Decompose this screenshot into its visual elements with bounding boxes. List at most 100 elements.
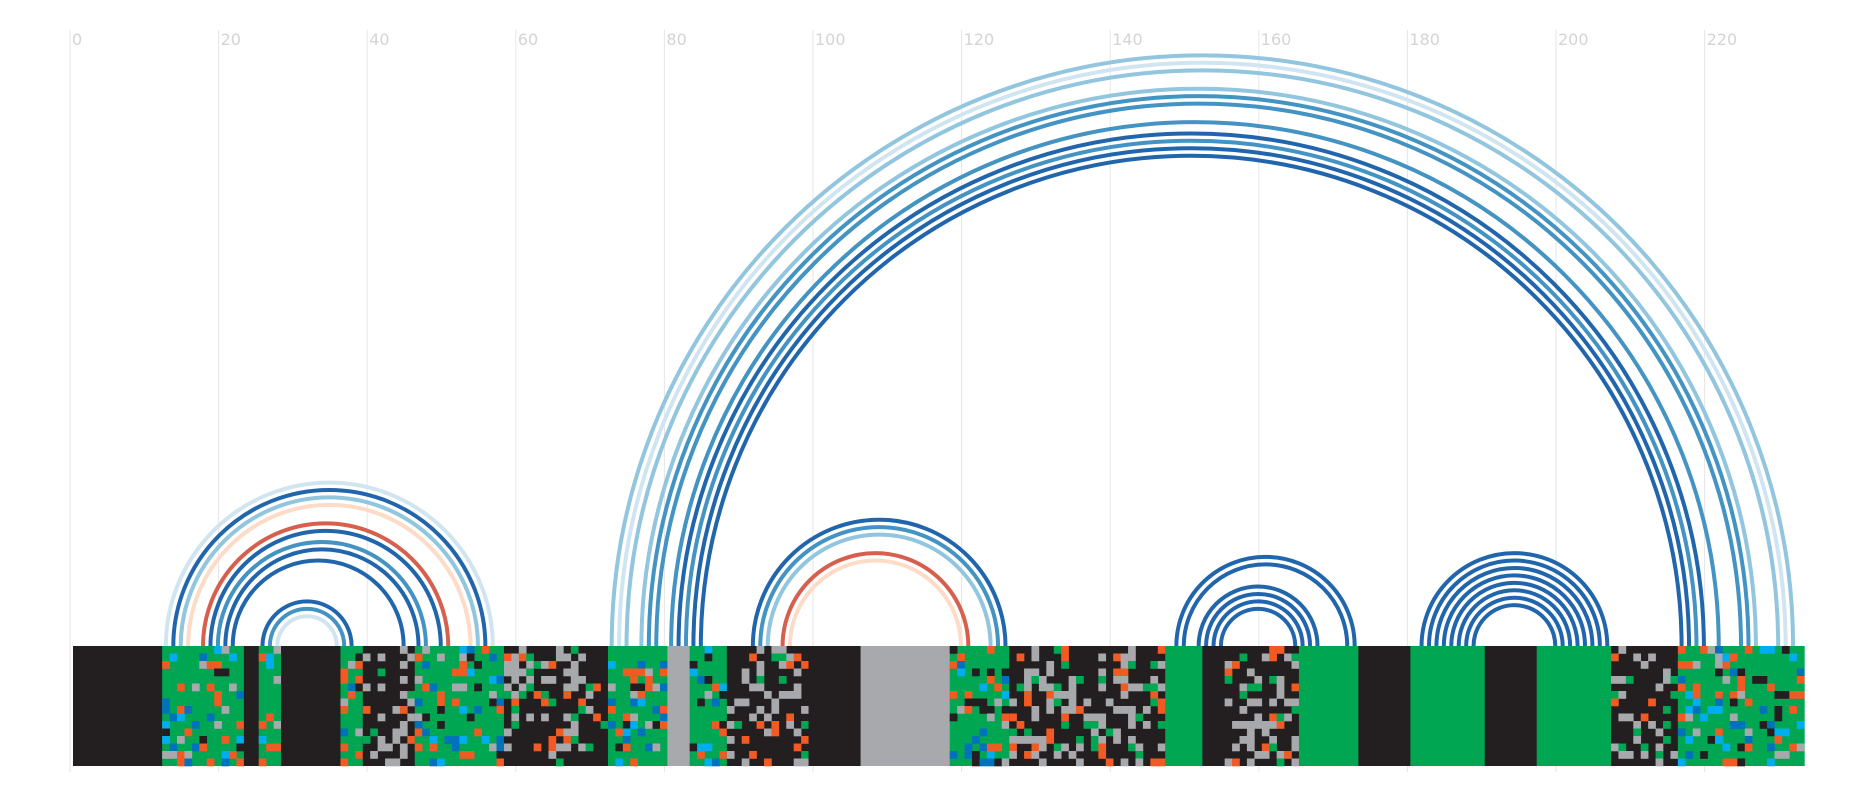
alignment-cell [437, 691, 445, 699]
alignment-cell [1128, 706, 1136, 714]
alignment-cell [1135, 713, 1144, 722]
alignment-cell [1016, 683, 1025, 692]
alignment-cell [511, 713, 520, 722]
alignment-cell [503, 743, 512, 752]
alignment-cell [236, 721, 245, 729]
alignment-cell [407, 698, 416, 707]
alignment-cell [1677, 683, 1686, 692]
alignment-cell [466, 751, 475, 759]
alignment-cell [1254, 751, 1263, 759]
alignment-cell [184, 758, 193, 767]
alignment-cell [570, 683, 579, 692]
alignment-block [1484, 646, 1538, 766]
alignment-cell [741, 698, 750, 707]
alignment-cell [570, 728, 579, 737]
alignment-cell [622, 713, 631, 722]
alignment-cell [1663, 706, 1671, 714]
base-pair-arc [787, 558, 963, 647]
alignment-cell [659, 706, 668, 714]
alignment-cell [429, 736, 438, 744]
alignment-cell [199, 653, 208, 662]
alignment-cell [1068, 751, 1077, 759]
alignment-cell [622, 728, 631, 737]
alignment-cell [630, 683, 638, 692]
alignment-cell [236, 758, 245, 767]
alignment-cell [1038, 683, 1047, 692]
alignment-cell [1046, 698, 1055, 707]
alignment-cell [1618, 676, 1627, 684]
alignment-cell [1076, 706, 1084, 714]
alignment-cell [548, 698, 557, 707]
alignment-cell [266, 713, 274, 722]
alignment-cell [340, 743, 349, 752]
alignment-cell [1640, 743, 1649, 752]
alignment-cell [399, 661, 408, 669]
alignment-cell [1150, 758, 1159, 767]
alignment-cell [1031, 713, 1040, 722]
base-pair-arc [208, 528, 443, 647]
alignment-cell [1150, 698, 1159, 707]
alignment-cell [1774, 713, 1783, 722]
alignment-cell [1016, 736, 1025, 744]
alignment-cell [979, 728, 988, 737]
alignment-cell [184, 751, 193, 759]
alignment-cell [1269, 743, 1277, 752]
alignment-cell [518, 646, 527, 654]
alignment-cell [511, 668, 520, 677]
alignment-cell [459, 736, 468, 744]
alignment-cell [563, 736, 572, 744]
alignment-cell [801, 758, 809, 767]
alignment-cell [1625, 751, 1634, 759]
alignment-cell [1001, 676, 1010, 684]
alignment-cell [1232, 661, 1240, 669]
alignment-cell [1744, 736, 1753, 744]
alignment-cell [1729, 698, 1738, 707]
alignment-cell [541, 691, 549, 699]
alignment-cell [1648, 653, 1656, 662]
alignment-cell [1105, 758, 1114, 767]
alignment-cell [1031, 668, 1040, 677]
alignment-cell [1685, 736, 1694, 744]
base-pair-arc [1434, 565, 1595, 647]
base-pair-arc [1456, 588, 1573, 647]
alignment-cell [645, 743, 653, 752]
alignment-cell [1098, 683, 1107, 692]
alignment-cell [1774, 736, 1783, 744]
alignment-cell [1625, 676, 1634, 684]
alignment-cell [949, 713, 958, 722]
alignment-cell [1744, 698, 1753, 707]
alignment-cell [637, 683, 646, 692]
alignment-cell [1090, 728, 1099, 737]
alignment-cell [1232, 721, 1240, 729]
alignment-cell [1633, 728, 1642, 737]
alignment-cell [563, 728, 572, 737]
alignment-block [860, 646, 951, 766]
base-pair-arc [750, 517, 1008, 647]
base-pair-arc [624, 68, 1781, 647]
alignment-cell [1291, 736, 1300, 744]
alignment-cell [1291, 653, 1300, 662]
alignment-cell [437, 706, 445, 714]
alignment-cell [1135, 683, 1144, 692]
alignment-cell [793, 653, 802, 662]
alignment-cell [548, 661, 557, 669]
alignment-cell [1053, 698, 1062, 707]
alignment-cell [704, 743, 713, 752]
alignment-cell [778, 653, 787, 662]
alignment-cell [1633, 721, 1642, 729]
alignment-cell [1767, 743, 1775, 752]
alignment-cell [1655, 751, 1664, 759]
alignment-cell [1685, 706, 1694, 714]
alignment-cell [1611, 743, 1619, 752]
alignment-cell [793, 758, 802, 767]
alignment-cell [1611, 676, 1619, 684]
alignment-cell [206, 758, 215, 767]
alignment-cell [414, 743, 423, 752]
alignment-cell [994, 743, 1003, 752]
alignment-cell [1789, 706, 1798, 714]
alignment-cell [1113, 653, 1121, 662]
alignment-cell [1276, 721, 1285, 729]
alignment-cell [407, 713, 416, 722]
